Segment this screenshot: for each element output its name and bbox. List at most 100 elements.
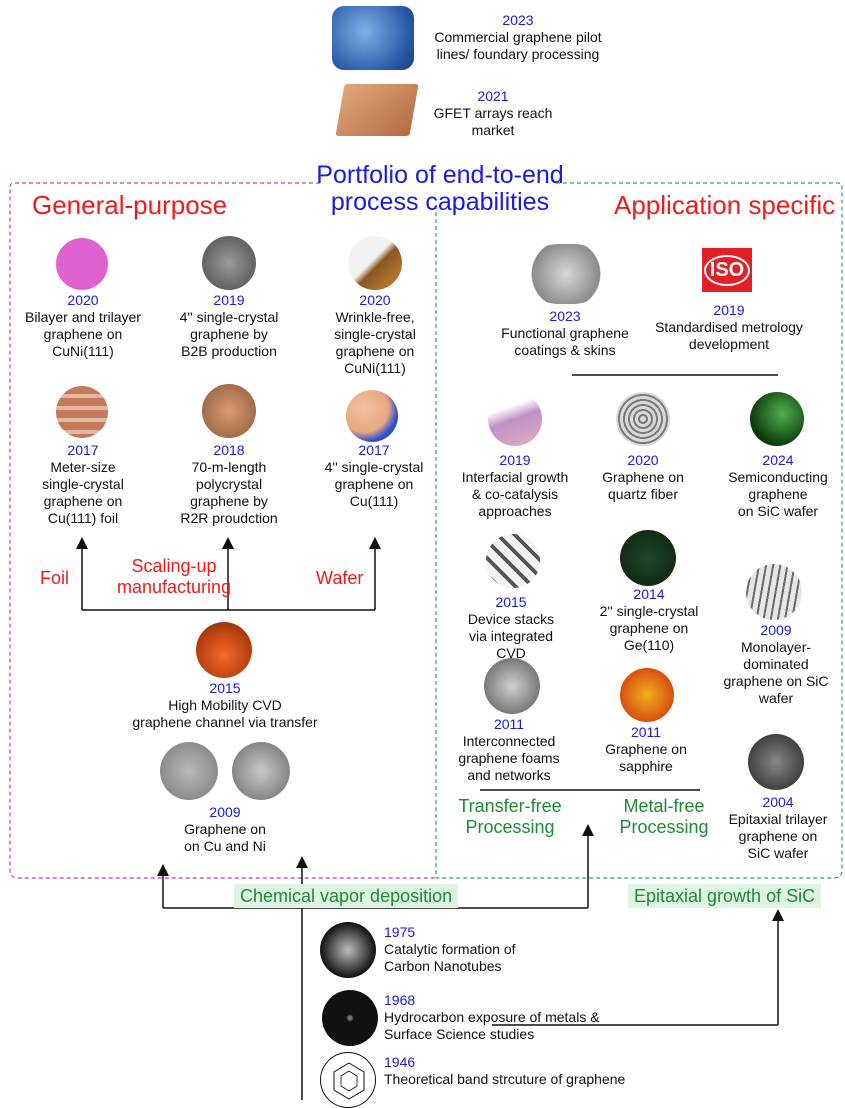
year-label: 2020 [627, 452, 659, 468]
cvd-furnace-image [196, 622, 252, 678]
cu111-wafer-image [346, 390, 398, 442]
milestone-2019-b2b: 2019 4'' single-crystal graphene by B2B … [156, 292, 302, 360]
b2b-equipment-image [202, 236, 256, 290]
year-label: 1975 [384, 924, 416, 940]
milestone-2019-interfacial: 2019 Interfacial growth & co-catalysis a… [450, 452, 580, 520]
milestone-2023-top: 2023 Commercial graphene pilot lines/ fo… [418, 12, 618, 63]
milestone-label: Hydrocarbon exposure of metals & Surface… [384, 1009, 600, 1042]
milestone-label: GFET arrays reach market [433, 105, 553, 138]
milestone-label: Graphene on sapphire [605, 741, 687, 774]
milestone-label: Semiconducting graphene on SiC wafer [728, 469, 828, 519]
milestone-label: Graphene on on Cu and Ni [184, 821, 266, 854]
milestone-2020-wrinkle: 2020 Wrinkle-free, single-crystal graphe… [310, 292, 440, 377]
milestone-2009-cu-ni: 2009 Graphene on on Cu and Ni [150, 804, 300, 855]
year-label: 2023 [549, 308, 581, 324]
milestone-2014-ge110: 2014 2'' single-crystal graphene on Ge(1… [582, 586, 716, 654]
epitaxial-sic-tag: Epitaxial growth of SiC [628, 884, 822, 908]
milestone-2019-metrology: 2019 Standardised metrology development [644, 302, 814, 353]
milestone-2015-cvd-channel: 2015 High Mobility CVD graphene channel … [120, 680, 330, 731]
transfer-free-label: Transfer-free Processing [458, 796, 562, 837]
sic-wafer-image [750, 392, 804, 446]
milestone-2020-bilayer: 2020 Bilayer and trilayer graphene on Cu… [12, 292, 154, 360]
year-label: 2023 [502, 12, 534, 28]
quartz-fiber-image [616, 392, 670, 446]
year-label: 2011 [493, 716, 525, 732]
year-label: 2009 [209, 804, 241, 820]
year-label: 2015 [495, 594, 527, 610]
trilayer-sic-image [748, 734, 804, 790]
milestone-label: 4'' single-crystal graphene on Cu(111) [324, 459, 424, 509]
year-label: 2020 [67, 292, 99, 308]
gfet-chips-image [335, 84, 419, 136]
nanotube-image [320, 922, 376, 978]
milestone-label: High Mobility CVD graphene channel via t… [132, 697, 318, 730]
milestone-label: 2'' single-crystal graphene on Ge(110) [599, 603, 699, 653]
milestone-label: Epitaxial trilayer graphene on SiC wafer [728, 811, 828, 861]
cu-foil-image [56, 386, 108, 438]
milestone-label: Catalytic formation of Carbon Nanotubes [384, 941, 516, 974]
milestone-2004-epitaxial: 2004 Epitaxial trilayer graphene on SiC … [716, 794, 840, 862]
sapphire-image [620, 668, 674, 722]
interfacial-growth-image [488, 392, 542, 446]
milestone-label: Interconnected graphene foams and networ… [458, 733, 560, 783]
milestone-label: Bilayer and trilayer graphene on CuNi(11… [25, 309, 141, 359]
iso-logo-text: ISO [703, 254, 751, 286]
wafer-image [332, 6, 414, 70]
milestone-label: Functional graphene coatings & skins [501, 325, 629, 358]
year-label: 1968 [384, 992, 416, 1008]
milestone-2021-top: 2021 GFET arrays reach market [418, 88, 568, 139]
milestone-1975: 1975 Catalytic formation of Carbon Nanot… [384, 924, 584, 975]
year-label: 2017 [67, 442, 99, 458]
app-section-border [436, 182, 843, 879]
milestone-2023-coatings: 2023 Functional graphene coatings & skin… [490, 308, 640, 359]
year-label: 2024 [762, 452, 794, 468]
cvd-tag: Chemical vapor deposition [234, 884, 459, 908]
year-label: 2021 [477, 88, 509, 104]
iso-logo: ISO [702, 248, 752, 292]
milestone-label: Interfacial growth & co-catalysis approa… [461, 469, 569, 519]
year-label: 2015 [209, 680, 241, 696]
general-section-border [9, 182, 436, 879]
foam-image [484, 658, 540, 714]
wafer-label: Wafer [316, 568, 364, 588]
cu-graphene-image [160, 742, 218, 800]
foil-label: Foil [40, 568, 70, 588]
milestone-2017-meter: 2017 Meter-size single-crystal graphene … [12, 442, 154, 527]
wrinkle-free-image [348, 236, 402, 290]
milestone-label: Wrinkle-free, single-crystal graphene on… [334, 309, 416, 376]
milestone-label: Device stacks via integrated CVD [467, 611, 555, 661]
year-label: 2014 [633, 586, 665, 602]
year-label: 2019 [213, 292, 245, 308]
sic-monolayer-image [746, 564, 802, 620]
milestone-label: Theoretical band strcuture of graphene [384, 1071, 626, 1087]
milestone-2015-device-stacks: 2015 Device stacks via integrated CVD [446, 594, 576, 662]
pink-wafer-image [56, 238, 108, 290]
milestone-1968: 1968 Hydrocarbon exposure of metals & Su… [384, 992, 664, 1043]
hexagon-icon [333, 1062, 365, 1100]
milestone-label: Commercial graphene pilot lines/ foundar… [434, 29, 602, 62]
milestone-label: Meter-size single-crystal graphene on Cu… [42, 459, 124, 526]
milestone-label: Standardised metrology development [655, 319, 803, 352]
portfolio-title: Portfolio of end-to-end process capabili… [316, 161, 564, 216]
year-label: 2020 [359, 292, 391, 308]
scaling-up-label: Scaling-up manufacturing [116, 556, 232, 597]
year-label: 2009 [760, 622, 792, 638]
milestone-2024-sic: 2024 Semiconducting graphene on SiC wafe… [716, 452, 840, 520]
year-label: 2019 [499, 452, 531, 468]
milestone-label: Monolayer- dominated graphene on SiC waf… [723, 639, 829, 706]
ni-graphene-image [232, 742, 290, 800]
year-label: 2011 [630, 724, 662, 740]
milestone-2011-sapphire: 2011 Graphene on sapphire [586, 724, 706, 775]
metal-free-label: Metal-free Processing [619, 796, 709, 837]
milestone-2018-r2r: 2018 70-m-length polycrystal graphene by… [156, 442, 302, 527]
milestone-2017-cu111: 2017 4'' single-crystal graphene on Cu(1… [300, 442, 448, 510]
leed-pattern-image [322, 990, 378, 1046]
milestone-2009-monolayer: 2009 Monolayer- dominated graphene on Si… [712, 622, 840, 707]
general-purpose-title: General-purpose [32, 190, 228, 220]
year-label: 1946 [384, 1054, 416, 1070]
r2r-foil-image [202, 384, 256, 438]
year-label: 2017 [358, 442, 390, 458]
ge110-wafer-image [620, 530, 676, 586]
milestone-1946: 1946 Theoretical band strcuture of graph… [384, 1054, 664, 1088]
